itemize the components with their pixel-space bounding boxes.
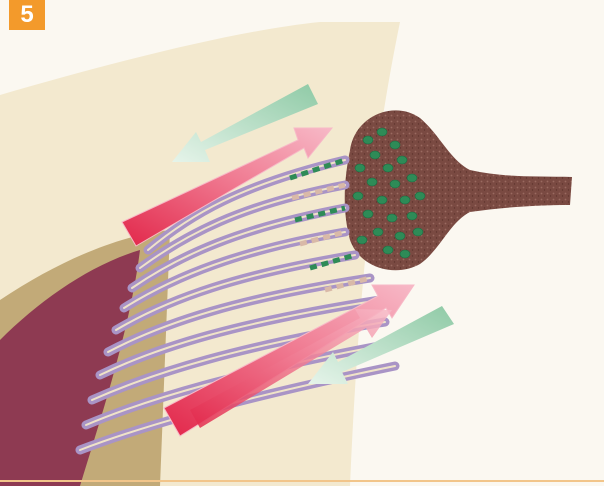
panel-number-badge: 5 [9, 0, 45, 30]
bottom-rule [0, 480, 604, 482]
